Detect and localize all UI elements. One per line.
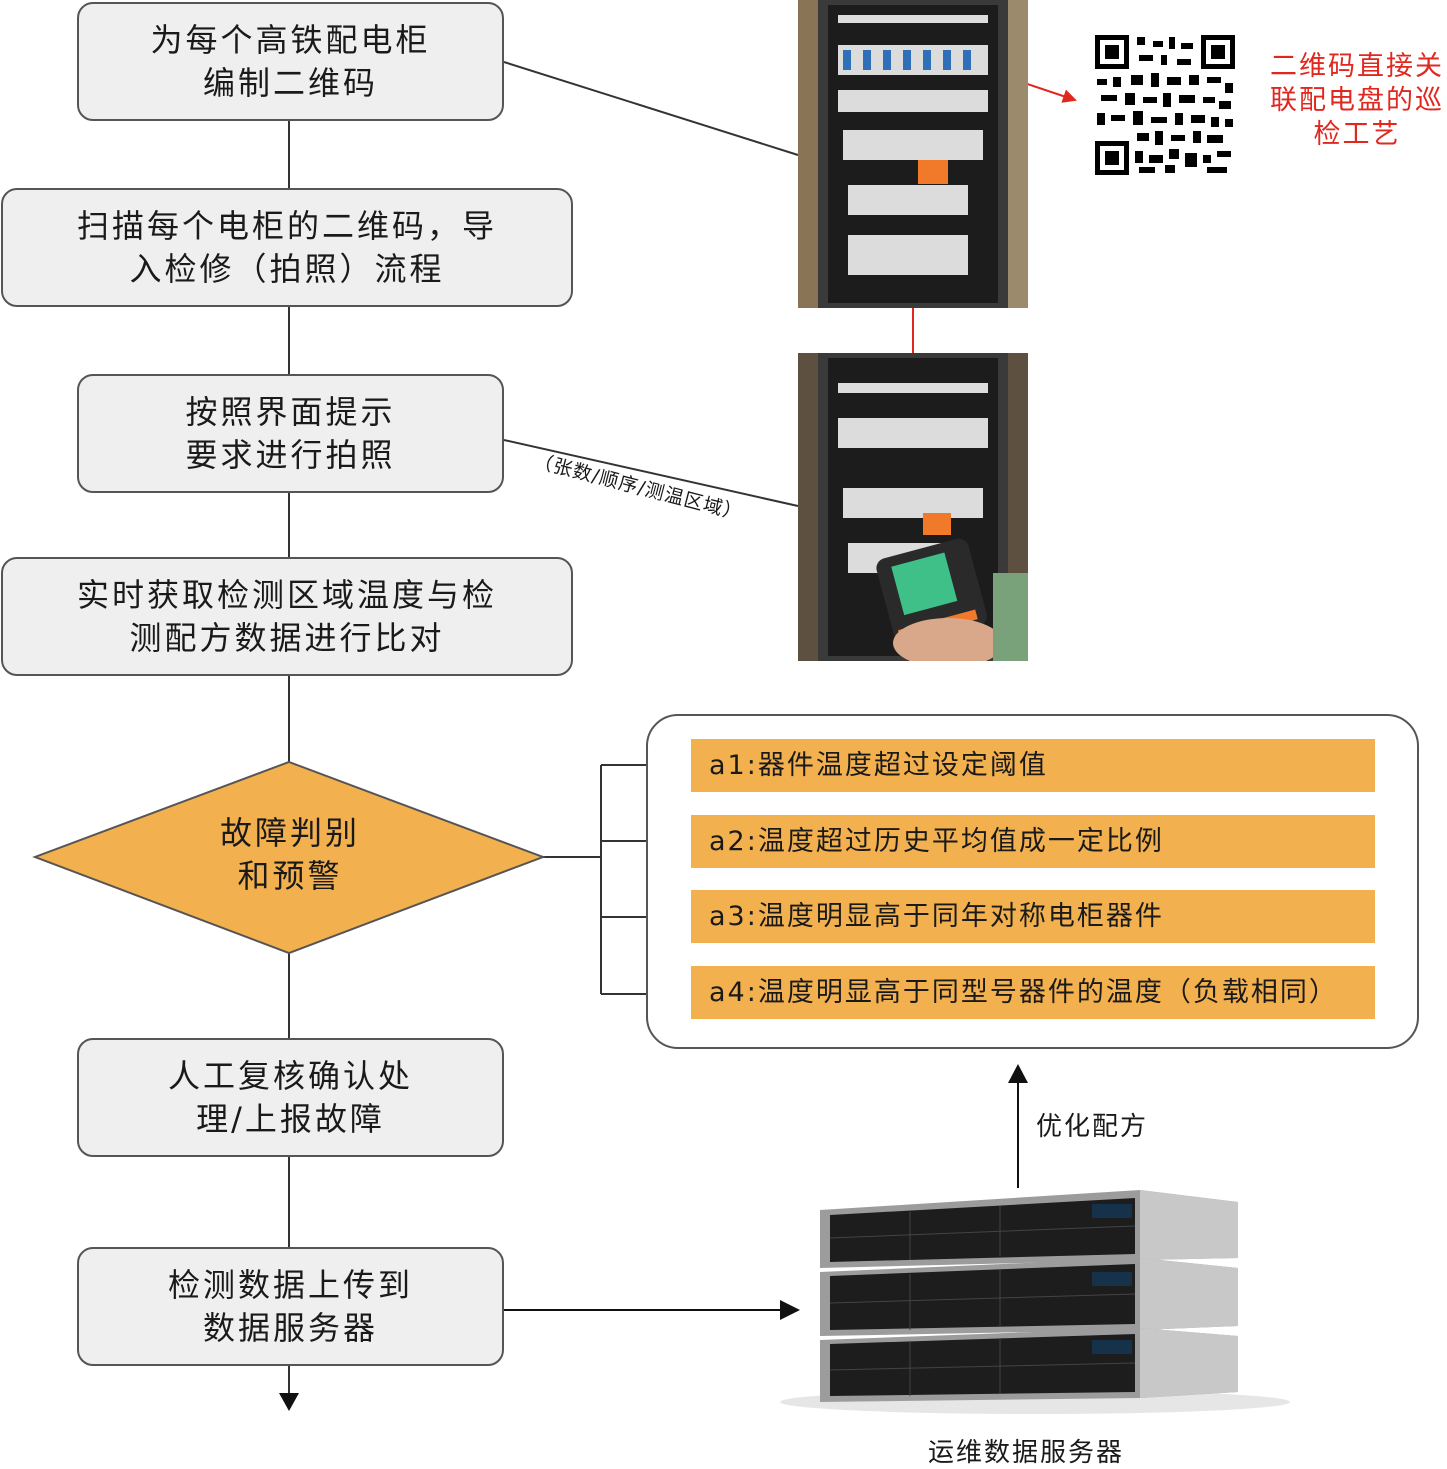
decision-line: 和预警 [237, 857, 343, 895]
qr-code-icon [1095, 35, 1235, 175]
step-line: 数据服务器 [202, 1308, 378, 1347]
electrical-cabinet-photo [798, 0, 1028, 308]
rack-server-stack-image [760, 1180, 1300, 1415]
step-line: 按照界面提示 [185, 392, 396, 431]
step-line: 测配方数据进行比对 [129, 618, 445, 657]
step-compare-temperature: 实时获取检测区域温度与检 测配方数据进行比对 [1, 557, 573, 676]
link-step3-photo [503, 439, 799, 507]
cabinet-inspection-with-handheld-device [798, 353, 1028, 661]
qr-note-line: 二维码直接关 [1270, 51, 1444, 82]
step-line: 为每个高铁配电柜 [150, 20, 431, 59]
server-caption: 运维数据服务器 [928, 1438, 1125, 1468]
qr-note-line: 检工艺 [1313, 119, 1401, 150]
step-line: 检测数据上传到 [167, 1265, 413, 1304]
criterion-a2: a2:温度超过历史平均值成一定比例 [691, 815, 1375, 868]
step-scan-qr: 扫描每个电柜的二维码，导 入检修（拍照）流程 [1, 188, 573, 307]
criterion-a1: a1:器件温度超过设定阈值 [691, 739, 1375, 792]
criterion-a3: a3:温度明显高于同年对称电柜器件 [691, 890, 1375, 943]
step-line: 入检修（拍照）流程 [129, 249, 445, 288]
step-line: 人工复核确认处 [167, 1056, 413, 1095]
qr-note: 二维码直接关 联配电盘的巡 检工艺 [1262, 50, 1447, 152]
criterion-a4: a4:温度明显高于同型号器件的温度（负载相同） [691, 966, 1375, 1019]
flow-end-arrow [279, 1393, 299, 1411]
decision-label: 故障判别 和预警 [150, 812, 430, 898]
link-step1-photo [503, 61, 799, 156]
decision-line: 故障判别 [219, 814, 360, 852]
step-upload-data: 检测数据上传到 数据服务器 [77, 1247, 504, 1366]
step-manual-review: 人工复核确认处 理/上报故障 [77, 1038, 504, 1157]
upload-arrowhead [780, 1300, 800, 1320]
step-line: 要求进行拍照 [185, 435, 396, 474]
step-take-photos: 按照界面提示 要求进行拍照 [77, 374, 504, 493]
qr-note-line: 联配电盘的巡 [1270, 85, 1444, 116]
step-line: 编制二维码 [202, 63, 378, 102]
decision-diamond [32, 760, 546, 955]
optimize-arrowhead [1008, 1064, 1028, 1083]
step-line: 理/上报故障 [196, 1099, 385, 1138]
step-line: 实时获取检测区域温度与检 [76, 575, 497, 614]
step-generate-qr: 为每个高铁配电柜 编制二维码 [77, 2, 504, 121]
step-line: 扫描每个电柜的二维码，导 [76, 206, 497, 245]
optimize-label: 优化配方 [1036, 1112, 1149, 1142]
